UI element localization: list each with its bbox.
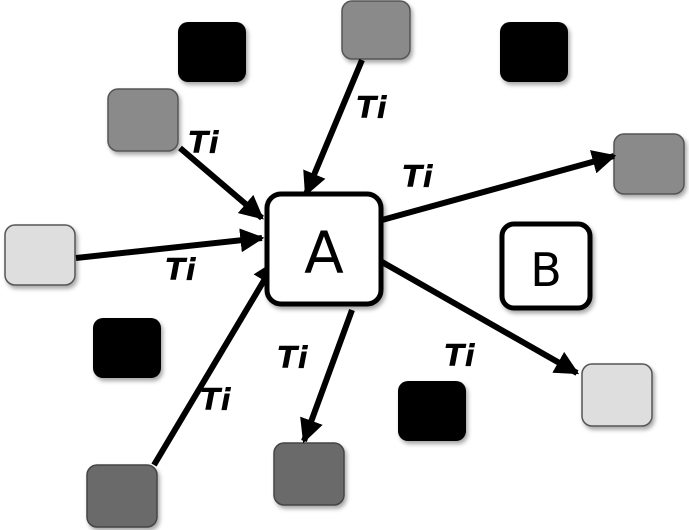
edge-top-left-to-a <box>178 145 264 221</box>
node-neighbor-top-left <box>107 88 179 152</box>
edge-label-bottom-left: Ti <box>200 383 231 418</box>
edge-top-to-a <box>303 58 365 197</box>
edge-a-to-bottom <box>300 308 355 444</box>
edge-label-bottom-right: Ti <box>444 339 475 374</box>
node-b-label: B <box>530 243 562 297</box>
node-a-label: A <box>304 219 344 287</box>
edge-a-to-right <box>381 150 617 223</box>
node-black-top-right <box>500 22 568 82</box>
node-b <box>499 221 593 311</box>
edge-label-bottom: Ti <box>277 341 308 376</box>
node-neighbor-bottom-left <box>86 464 158 528</box>
edge-label-right: Ti <box>402 160 433 195</box>
node-neighbor-right <box>613 133 685 195</box>
edge-a-to-bottom-right <box>380 259 580 376</box>
edge-label-top-left: Ti <box>188 126 219 161</box>
edge-bottom-left-to-a <box>151 259 278 467</box>
edge-label-left: Ti <box>165 253 196 288</box>
node-neighbor-bottom-right <box>581 363 653 427</box>
node-neighbor-top <box>341 0 411 60</box>
node-black-bottom <box>398 381 466 441</box>
node-black-left <box>93 318 161 378</box>
edge-label-top: Ti <box>356 91 387 126</box>
edge-left-to-a <box>75 228 265 261</box>
node-a <box>264 191 384 307</box>
node-neighbor-left <box>4 224 76 286</box>
node-neighbor-bottom <box>273 442 345 506</box>
node-black-top-left <box>178 22 246 82</box>
